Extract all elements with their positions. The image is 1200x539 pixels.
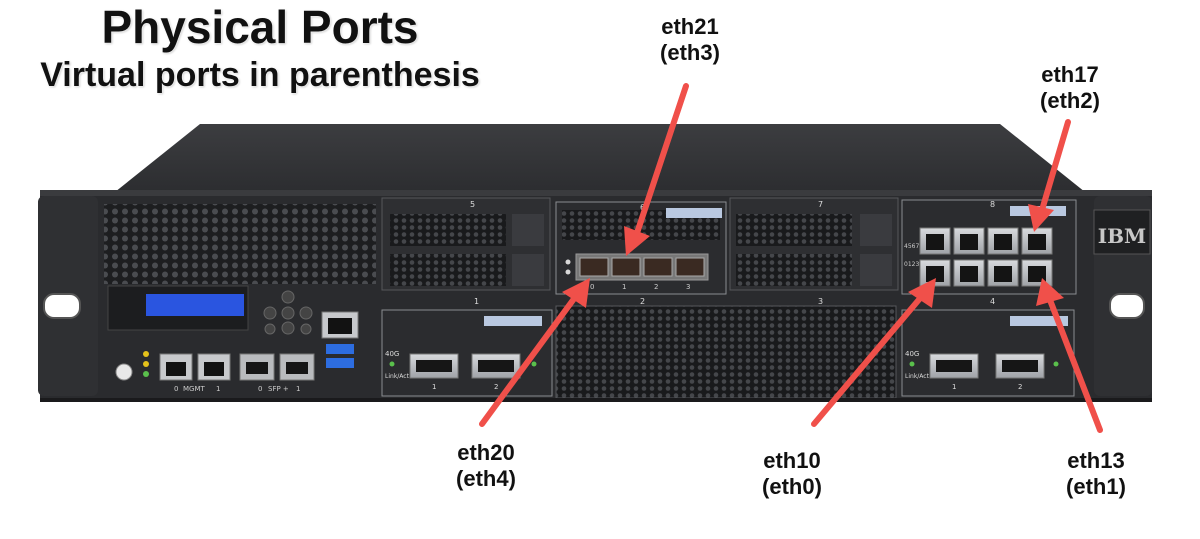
module-left-port1: 1 (432, 383, 436, 391)
slot-5-bay (381, 197, 551, 291)
ibm-logo: IBM (1098, 224, 1146, 248)
page-title: Physical Ports (101, 1, 419, 53)
sfp-module-port-1: 1 (622, 283, 626, 291)
sfp-module-port-2: 2 (654, 283, 658, 291)
sfp-module-port-3: 3 (686, 283, 690, 291)
arrow-eth13 (1036, 278, 1103, 433)
slot-number-2: 2 (640, 297, 645, 306)
slot-number-1: 1 (474, 297, 479, 306)
console-and-usb-ports (321, 311, 359, 368)
slot-number-3: 3 (818, 297, 823, 306)
slot-7-bay (729, 197, 899, 291)
callout-eth17: eth17 (eth2) (1020, 62, 1120, 114)
callout-eth21-physical: eth21 (661, 14, 719, 39)
rj45-label-upper: 4567 (904, 243, 919, 250)
slot-number-4: 4 (990, 297, 995, 306)
callout-eth10: eth10 (eth0) (742, 448, 842, 500)
mgmt-port1-label: 1 (216, 385, 220, 393)
power-button (115, 363, 133, 381)
callout-eth17-physical: eth17 (1041, 62, 1099, 87)
module-left-link: Link/Act (385, 373, 410, 380)
callout-eth21: eth21 (eth3) (640, 14, 740, 66)
navigation-buttons (263, 290, 313, 335)
module-right-port1: 1 (952, 383, 956, 391)
mgmt-port0-label: 0 (174, 385, 178, 393)
callout-eth21-virtual: (eth3) (660, 40, 720, 65)
sfp-port1-label: 1 (296, 385, 300, 393)
slot-number-5: 5 (470, 200, 475, 209)
left-vent-grille (104, 204, 376, 284)
mgmt-ports (159, 353, 231, 381)
callout-eth10-virtual: (eth0) (762, 474, 822, 499)
page-subtitle: Virtual ports in parenthesis (40, 56, 480, 94)
slot-1-40g-module (381, 309, 553, 397)
sfp-label: SFP + (268, 385, 289, 393)
module-left-speed: 40G (385, 350, 399, 358)
arrow-eth20 (479, 278, 590, 427)
mgmt-label: MGMT (183, 385, 206, 393)
callout-eth17-virtual: (eth2) (1040, 88, 1100, 113)
slot-number-8: 8 (990, 200, 995, 209)
control-panel (107, 285, 313, 381)
rj45-label-lower: 0123 (904, 261, 919, 268)
center-vent-grille (555, 305, 897, 399)
module-right-speed: 40G (905, 350, 919, 358)
arrow-eth10 (811, 278, 936, 427)
module-left-port2: 2 (494, 383, 498, 391)
slot-6-sfp-module (555, 201, 727, 295)
slot-number-7: 7 (818, 200, 823, 209)
arrow-eth17 (1028, 119, 1071, 232)
lcd-display (146, 294, 244, 316)
arrow-eth21 (624, 83, 689, 256)
callout-eth13-virtual: (eth1) (1066, 474, 1126, 499)
slot-4-40g-module (901, 309, 1075, 397)
callout-eth20-virtual: (eth4) (456, 466, 516, 491)
callout-eth10-physical: eth10 (763, 448, 821, 473)
module-right-port2: 2 (1018, 383, 1022, 391)
right-rack-handle (1093, 196, 1152, 396)
sfp-module-port-0: 0 (590, 283, 594, 291)
left-rack-handle (38, 196, 98, 396)
callout-eth20: eth20 (eth4) (436, 440, 536, 492)
callout-eth13: eth13 (eth1) (1046, 448, 1146, 500)
sfp-port0-label: 0 (258, 385, 262, 393)
sfp-plus-ports (239, 353, 315, 381)
chassis-top (110, 124, 1090, 196)
callout-eth13-physical: eth13 (1067, 448, 1125, 473)
module-right-link: Link/Act (905, 373, 930, 380)
callout-eth20-physical: eth20 (457, 440, 515, 465)
